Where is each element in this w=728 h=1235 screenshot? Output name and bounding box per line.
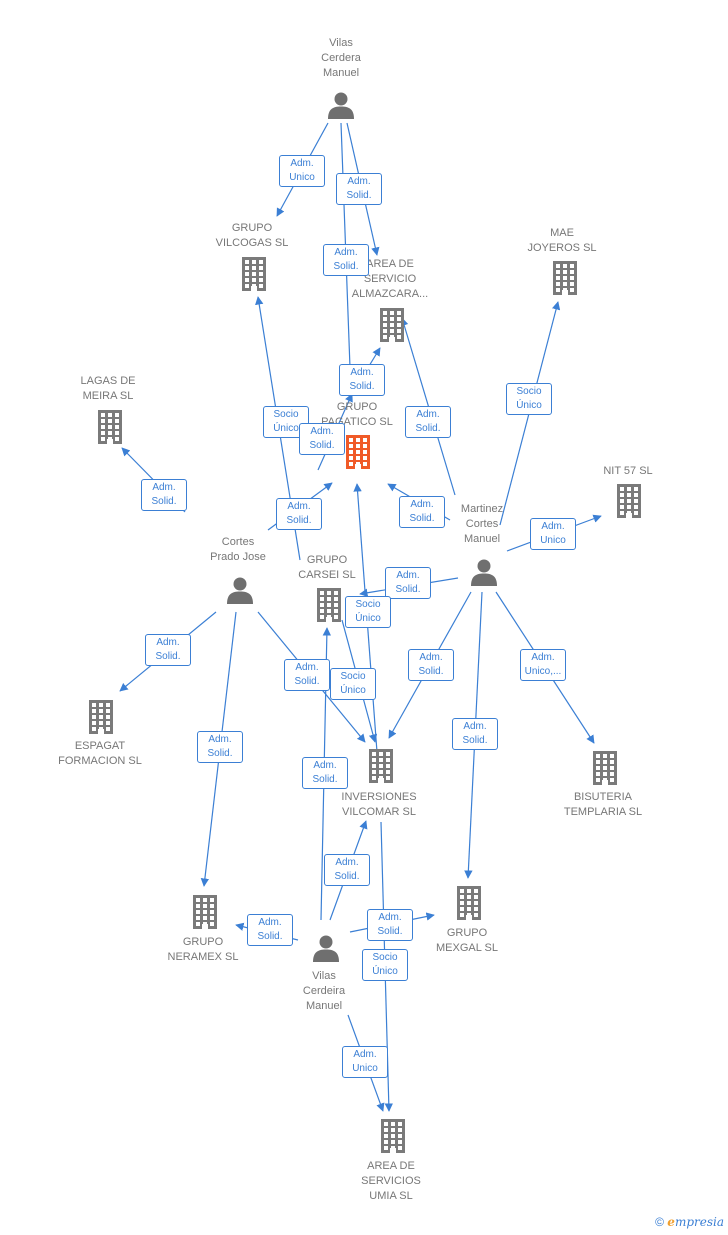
edge-label[interactable]: Adm. Solid. <box>299 423 345 455</box>
node-label-lagas-meira[interactable]: LAGAS DE MEIRA SL <box>80 375 136 402</box>
building-icon[interactable] <box>592 751 618 790</box>
node-label-grupo-neramex[interactable]: GRUPO NERAMEX SL <box>167 936 239 963</box>
building-icon[interactable] <box>380 1119 406 1158</box>
edge-label[interactable]: Adm. Solid. <box>408 649 454 681</box>
building-icon[interactable] <box>379 308 405 347</box>
person-icon[interactable] <box>226 576 254 609</box>
node-label-area-almazcara[interactable]: AREA DE SERVICIO ALMAZCARA... <box>351 258 429 300</box>
edge-label[interactable]: Adm. Solid. <box>145 634 191 666</box>
edge-label[interactable]: Socio Único <box>362 949 408 981</box>
edge-label[interactable]: Adm. Solid. <box>385 567 431 599</box>
node-label-area-umia[interactable]: AREA DE SERVICIOS UMIA SL <box>361 1160 421 1202</box>
edge-label[interactable]: Adm. Solid. <box>141 479 187 511</box>
node-label-grupo-carsei[interactable]: GRUPO CARSEI SL <box>298 554 356 581</box>
node-label-grupo-mexgal[interactable]: GRUPO MEXGAL SL <box>436 927 498 954</box>
building-icon[interactable] <box>616 484 642 523</box>
node-label-inversiones[interactable]: INVERSIONES VILCOMAR SL <box>341 791 417 818</box>
copyright-symbol: © <box>655 1215 664 1229</box>
edge-label[interactable]: Adm. Unico <box>342 1046 388 1078</box>
building-icon[interactable] <box>88 700 114 739</box>
brand-logo-text: mpresia <box>674 1215 724 1229</box>
node-label-espagat[interactable]: ESPAGAT FORMACION SL <box>58 740 142 767</box>
edge-label[interactable]: Adm. Unico <box>530 518 576 550</box>
building-icon[interactable] <box>192 895 218 934</box>
node-label-bisuteria[interactable]: BISUTERIA TEMPLARIA SL <box>563 791 643 818</box>
building-icon[interactable] <box>97 410 123 449</box>
building-icon[interactable] <box>456 886 482 925</box>
edge-label[interactable]: Socio Único <box>330 668 376 700</box>
building-icon[interactable] <box>345 435 371 474</box>
edge-label[interactable]: Socio Único <box>345 596 391 628</box>
edge-label[interactable]: Adm. Solid. <box>405 406 451 438</box>
person-icon[interactable] <box>312 934 340 967</box>
person-icon[interactable] <box>470 558 498 591</box>
person-icon[interactable] <box>327 91 355 124</box>
building-icon[interactable] <box>241 257 267 296</box>
edge-label[interactable]: Adm. Solid. <box>247 914 293 946</box>
node-label-vilas-bottom[interactable]: Vilas Cerdeira Manuel <box>302 970 346 1012</box>
building-icon[interactable] <box>316 588 342 627</box>
edge-label[interactable]: Adm. Solid. <box>367 909 413 941</box>
node-label-mae-joyeros[interactable]: MAE JOYEROS SL <box>527 227 597 254</box>
edge-label[interactable]: Adm. Solid. <box>452 718 498 750</box>
edge-label[interactable]: Adm. Unico <box>279 155 325 187</box>
edge-label[interactable]: Adm. Solid. <box>323 244 369 276</box>
node-label-grupo-vilcogas[interactable]: GRUPO VILCOGAS SL <box>215 222 289 249</box>
edge-label[interactable]: Adm. Solid. <box>302 757 348 789</box>
edge-label[interactable]: Adm. Solid. <box>284 659 330 691</box>
edge-label[interactable]: Adm. Solid. <box>336 173 382 205</box>
edge-label[interactable]: Adm. Solid. <box>399 496 445 528</box>
edge-label[interactable]: Adm. Solid. <box>197 731 243 763</box>
edge-label[interactable]: Adm. Solid. <box>324 854 370 886</box>
edge-label[interactable]: Socio Único <box>506 383 552 415</box>
node-label-nit57[interactable]: NIT 57 SL <box>603 465 653 477</box>
node-label-martinez-cortes[interactable]: Martinez Cortes Manuel <box>460 503 504 545</box>
building-icon[interactable] <box>552 261 578 300</box>
node-label-cortes-prado[interactable]: Cortes Prado Jose <box>210 536 266 563</box>
footer-brand: © empresia <box>655 1215 724 1229</box>
brand-logo-e: e <box>667 1215 675 1229</box>
building-icon[interactable] <box>368 749 394 788</box>
edge-label[interactable]: Adm. Unico,... <box>520 649 566 681</box>
edge-label[interactable]: Adm. Solid. <box>276 498 322 530</box>
edge-label[interactable]: Adm. Solid. <box>339 364 385 396</box>
node-label-vilas-top[interactable]: Vilas Cerdera Manuel <box>321 37 361 79</box>
